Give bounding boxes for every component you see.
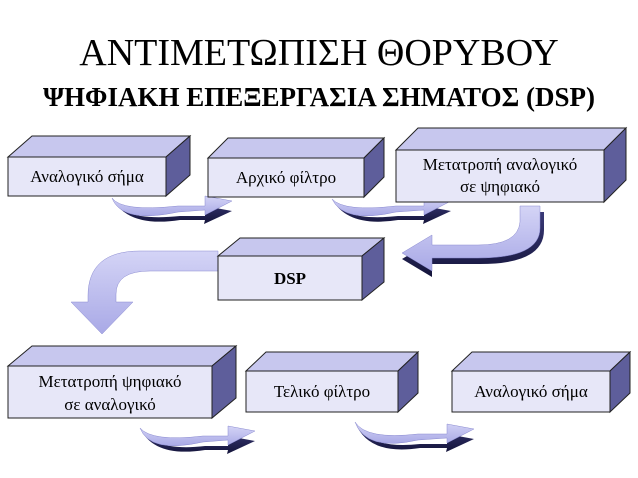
arrow-analog-to-filter bbox=[111, 195, 233, 224]
box-dac-label-line2: σε αναλογικό bbox=[64, 395, 156, 414]
arrow-dac-to-final-filter bbox=[139, 425, 256, 454]
box-final-filter: Τελικό φίλτρο bbox=[244, 350, 420, 414]
box-dac: Μετατροπή ψηφιακό σε αναλογικό bbox=[6, 344, 238, 420]
arrow-final-filter-to-analog-out bbox=[354, 421, 475, 452]
box-analog-signal-out-label: Αναλογικό σήμα bbox=[474, 382, 588, 401]
box-analog-signal-in: Αναλογικό σήμα bbox=[6, 134, 192, 198]
diagram-title: ΑΝΤΙΜΕΤΩΠΙΣΗ ΘΟΡΥΒΟΥ bbox=[79, 32, 559, 74]
box-dsp: DSP bbox=[216, 236, 386, 302]
box-analog-signal-in-label: Αναλογικό σήμα bbox=[30, 167, 144, 186]
diagram-subtitle: ΨΗΦΙΑΚΗ ΕΠΕΞΕΡΓΑΣΙΑ ΣΗΜΑΤΟΣ (DSP) bbox=[43, 82, 595, 112]
box-final-filter-label: Τελικό φίλτρο bbox=[274, 382, 370, 401]
box-adc: Μετατροπή αναλογικό σε ψηφιακό bbox=[394, 126, 628, 204]
box-dac-label-line1: Μετατροπή ψηφιακό bbox=[38, 372, 181, 391]
box-adc-label-line1: Μετατροπή αναλογικό bbox=[423, 155, 578, 174]
box-dsp-label: DSP bbox=[274, 269, 306, 288]
arrow-dsp-to-dac bbox=[70, 250, 219, 335]
box-adc-label-line2: σε ψηφιακό bbox=[460, 177, 540, 196]
box-analog-signal-out: Αναλογικό σήμα bbox=[450, 350, 632, 414]
box-initial-filter: Αρχικό φίλτρο bbox=[206, 136, 386, 199]
box-initial-filter-label: Αρχικό φίλτρο bbox=[236, 168, 336, 187]
arrow-adc-to-dsp bbox=[401, 205, 544, 277]
